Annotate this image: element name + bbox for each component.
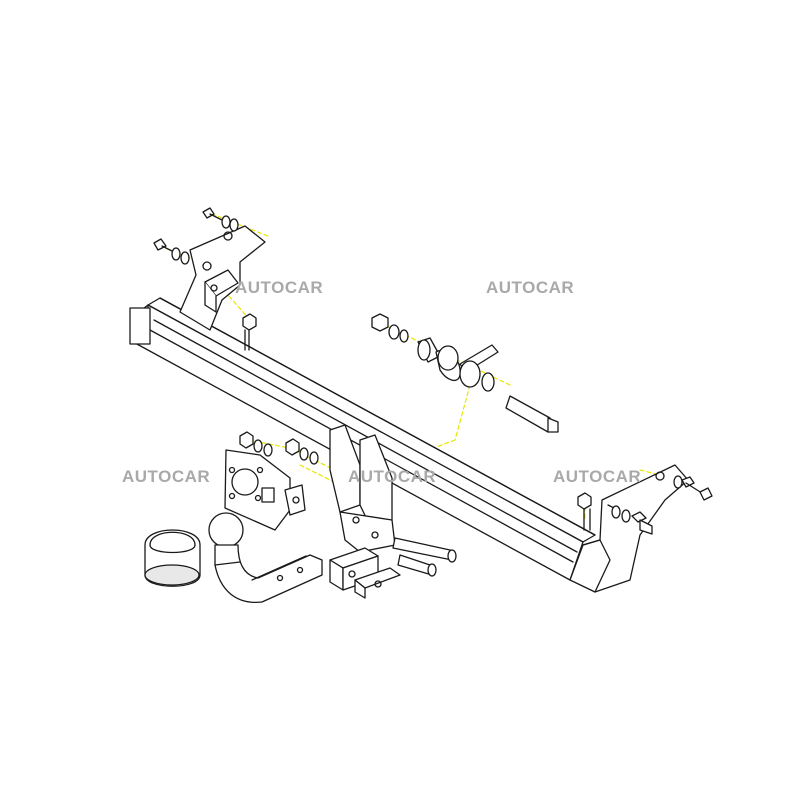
- bracket-bolt-hole: [202, 261, 212, 271]
- washer-icon: [611, 505, 621, 519]
- bolt-head-icon: [202, 207, 215, 219]
- bolt-head-icon: [153, 238, 167, 251]
- nut-icon: [577, 492, 592, 510]
- nut-icon: [242, 313, 257, 331]
- washer-icon: [263, 443, 273, 457]
- washer-icon: [229, 218, 239, 232]
- watermark-autocar: AUTOCAR: [348, 467, 437, 486]
- tube-end-cap: [129, 307, 151, 345]
- washer-icon: [399, 329, 409, 343]
- nut-icon: [371, 313, 389, 332]
- washer-icon: [221, 215, 231, 229]
- washer-icon: [253, 439, 263, 453]
- tow-ball: [208, 512, 244, 548]
- washer-icon: [388, 324, 400, 340]
- centre-hardware: [371, 313, 559, 433]
- bolt-head-icon: [681, 476, 695, 488]
- washer-icon: [621, 509, 631, 523]
- nut-icon: [285, 438, 300, 456]
- washer-icon: [309, 451, 319, 465]
- tow-ball-neck: [208, 512, 323, 603]
- washer-icon: [180, 251, 190, 265]
- ball-cover-cap: [144, 529, 201, 587]
- washer-icon: [171, 247, 181, 261]
- pin-icon: [397, 554, 433, 576]
- watermark-autocar: AUTOCAR: [235, 278, 324, 297]
- socket-hole: [231, 468, 259, 496]
- watermark-autocar: AUTOCAR: [553, 467, 642, 486]
- bolt-head-icon: [639, 519, 653, 535]
- washer-icon: [459, 360, 481, 388]
- left-mounting-bracket: [153, 207, 266, 351]
- bracket-bolt-hole: [655, 471, 665, 481]
- right-mounting-bracket: [569, 464, 713, 593]
- washer-icon: [299, 447, 309, 461]
- nut-icon: [239, 431, 254, 449]
- socket-mounting-plate: [224, 431, 319, 531]
- ball-receiver-bracket: [329, 424, 457, 599]
- watermark-autocar: AUTOCAR: [122, 467, 211, 486]
- watermark-autocar: AUTOCAR: [486, 278, 575, 297]
- bracket-bolt-hole: [223, 231, 233, 241]
- washer-icon: [481, 372, 495, 392]
- washer-icon: [673, 475, 683, 489]
